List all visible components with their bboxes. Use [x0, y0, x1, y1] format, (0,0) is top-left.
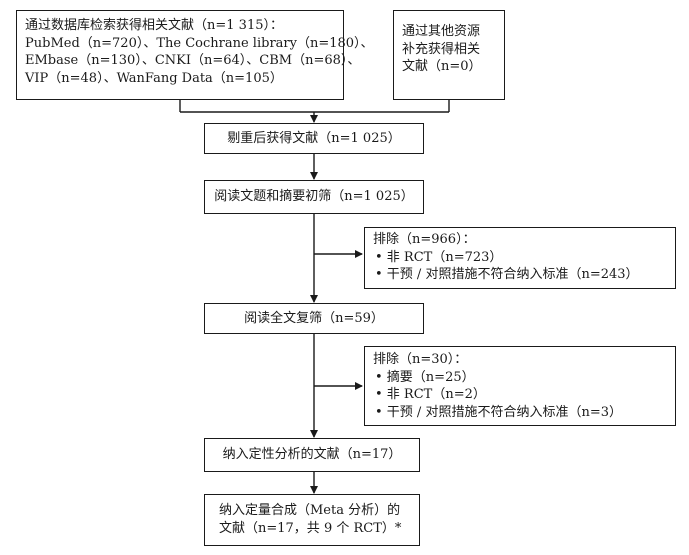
other-sources-line-3: 文献（n=0）: [402, 59, 482, 74]
database-search-line-2: PubMed（n=720）、The Cochrane library（n=180…: [25, 35, 374, 51]
exclusion-2-item: • 干预 / 对照措施不符合纳入标准（n=3）: [375, 404, 622, 420]
exclusion-2-header: 排除（n=30）：: [373, 352, 468, 367]
qualitative-box: 纳入定性分析的文献（n=17）: [204, 438, 420, 472]
dedup-label: 剔重后获得文献（n=1 025）: [227, 130, 401, 146]
other-sources-box: 通过其他资源 补充获得相关 文献（n=0）: [393, 10, 505, 100]
exclusion-2-item: • 摘要（n=25）: [375, 369, 475, 385]
exclusion-1-item: • 干预 / 对照措施不符合纳入标准（n=243）: [375, 267, 639, 282]
other-sources-line-2: 补充获得相关: [402, 41, 481, 57]
database-search-line-1: 通过数据库检索获得相关文献（n=1 315）：: [25, 18, 283, 33]
exclusion-2-box: 排除（n=30）： • 摘要（n=25） • 非 RCT（n=2） • 干预 /…: [364, 346, 676, 426]
exclusion-1-item: • 非 RCT（n=723）: [375, 249, 503, 265]
quantitative-box: 纳入定量合成（Meta 分析）的 文献（n=17，共 9 个 RCT）*: [204, 494, 420, 546]
database-search-line-3: EMbase（n=130）、CNKI（n=64）、CBM（n=68）、: [25, 53, 361, 68]
qualitative-label: 纳入定性分析的文献（n=17）: [222, 447, 402, 463]
dedup-box: 剔重后获得文献（n=1 025）: [204, 123, 424, 154]
quantitative-line-2: 文献（n=17，共 9 个 RCT）*: [219, 520, 402, 536]
exclusion-2-item: • 非 RCT（n=2）: [375, 387, 486, 402]
title-abstract-box: 阅读文题和摘要初筛（n=1 025）: [204, 180, 424, 214]
fulltext-label: 阅读全文复筛（n=59）: [244, 310, 384, 326]
exclusion-1-box: 排除（n=966）： • 非 RCT（n=723） • 干预 / 对照措施不符合…: [364, 227, 676, 289]
fulltext-box: 阅读全文复筛（n=59）: [204, 303, 424, 334]
other-sources-line-1: 通过其他资源: [402, 24, 481, 39]
title-abstract-label: 阅读文题和摘要初筛（n=1 025）: [214, 189, 414, 205]
quantitative-line-1: 纳入定量合成（Meta 分析）的: [219, 503, 401, 518]
exclusion-1-header: 排除（n=966）：: [373, 232, 476, 247]
database-search-box: 通过数据库检索获得相关文献（n=1 315）： PubMed（n=720）、Th…: [16, 10, 374, 100]
database-search-line-4: VIP（n=48）、WanFang Data（n=105）: [25, 70, 283, 86]
